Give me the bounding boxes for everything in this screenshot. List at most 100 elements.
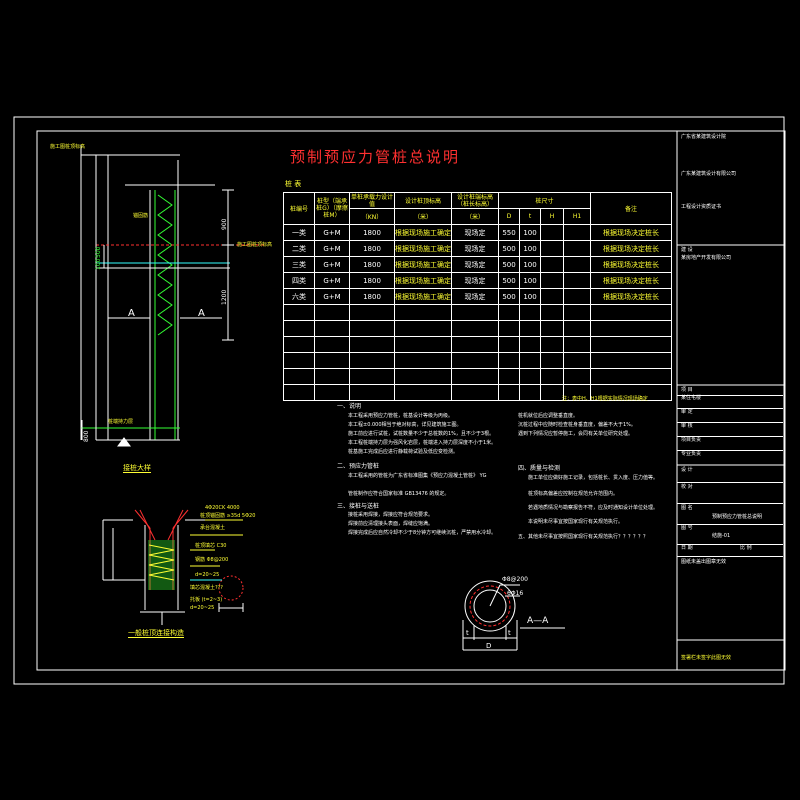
tb-drawing-name: 预制预应力管桩总说明 [712,514,763,520]
table-row-empty [283,384,672,401]
cell-top: 根据现场施工确定 [394,272,452,289]
col-header-h: H [540,208,564,225]
col-unit-top: （米） [394,208,452,225]
caption-joint-detail: 接桩大样 [123,464,151,473]
cell-note: 根据现场决定桩长 [590,288,672,305]
cell-h1 [563,272,591,289]
note-line: 若遇地质情况与勘察报告不符，应及时通知设计单位处理。 [528,505,659,511]
label-anchor: 锚固筋 [133,213,149,219]
table-row-empty [283,320,672,337]
col-header-tip: 设计桩端标高（桩长标高） [451,192,499,209]
cell-id: 六类 [283,288,315,305]
cell-h1 [563,256,591,273]
section-aa-detail [462,580,565,651]
label-top-elevation: 施工图桩顶标高 [50,144,86,150]
col-header-h1: H1 [563,208,591,225]
note-line: 本说明未尽事宜按国家现行有关规范执行。 [528,519,624,525]
cell-cap: 1800 [349,288,395,305]
tb-project-label: 项 目 [681,387,693,393]
tb-review: 审 核 [681,423,693,429]
tb-divider [677,544,783,545]
cell-top: 根据现场施工确定 [394,224,452,241]
cell-h1 [563,288,591,305]
cell-d: 500 [498,288,520,305]
label-right-elevation: 施工图桩顶标高 [237,242,273,248]
cell-top: 根据现场施工确定 [394,240,452,257]
tb-stamp-note: 图纸未盖出图章无效 [681,559,727,565]
col-header-type: 桩型（端承桩G）（摩擦桩M） [314,192,350,225]
label-stirrup: 钢筋 Φ8@200 [195,557,229,563]
cell-id: 四类 [283,272,315,289]
notes-sec1-title: 一、说明 [337,403,362,410]
dim-100: 100 [95,258,102,270]
notes-sec3-title: 三、接桩与送桩 [337,503,380,510]
tb-divider [677,482,783,483]
cell-cap: 1800 [349,272,395,289]
col-unit-capacity: （KN） [349,208,395,225]
dim-800: 800 [83,430,90,442]
cell-type: G+M [314,256,350,273]
dim-500: 500 [95,246,102,258]
col-unit-tip: （米） [451,208,499,225]
cell-tip: 现场定 [451,240,499,257]
tb-date-label: 日 期 [681,545,693,551]
cell-d: 550 [498,224,520,241]
label-rebar-note: 桩顶锚固筋 ≥35d 5Φ20 [200,513,256,519]
cell-t: 100 [519,224,541,241]
cell-h [540,240,564,257]
dim-900: 900 [221,218,228,230]
inner-border [36,130,786,671]
tb-drawing-no-label: 图 号 [681,525,693,531]
note-line: 接桩采用焊接，焊接应符合规范要求。 [348,512,434,518]
cell-t: 100 [519,288,541,305]
notes-sec2-title: 二、预应力管桩 [337,463,380,470]
label-fill-concrete: 填芯混凝土??? [190,585,223,591]
note-line: 沉桩过程中应随时检查桩身垂直度，偏差不大于1%。 [518,422,636,428]
label-rebar-main: 6Φ16 [507,590,524,597]
tb-project-lead: 项目负责 [681,437,702,443]
note-line: 焊接完成后应自然冷却不少于8分钟方可继续沉桩，严禁用水冷却。 [348,530,497,536]
col-header-top: 设计桩顶标高 [394,192,452,209]
label-cap-concrete: 承台混凝土 [200,525,226,531]
cell-type: G+M [314,224,350,241]
cell-type: G+M [314,272,350,289]
cell-h [540,224,564,241]
cell-note: 根据现场决定桩长 [590,256,672,273]
table-footnote: 注：表中H、H1根据实际情况现场确定 [562,396,648,402]
tb-certificate: 工程设计资质证书 [681,204,722,210]
cell-tip: 现场定 [451,224,499,241]
note-line: 遇到下列情况应暂停施工，会同有关单位研究处理。 [518,431,634,437]
cell-t: 100 [519,256,541,273]
tb-company: 广东某建筑设计有限公司 [681,171,737,177]
note-line: 焊接前应清理接头表面，焊缝应饱满。 [348,521,434,527]
table-row: 四类 G+M 1800 根据现场施工确定 现场定 500 100 根据现场决定桩… [283,272,672,289]
note-line: 桩基施工完成后应进行静载荷试验及低应变检测。 [348,449,459,455]
cell-type: G+M [314,240,350,257]
note-line: 施工前应进行试桩，试桩数量不少于总桩数的1%，且不少于3根。 [348,431,495,437]
cell-top: 根据现场施工确定 [394,288,452,305]
table-row-empty [283,336,672,353]
table-caption: 桩 表 [285,180,302,188]
tb-scale-label: 比 例 [740,545,752,551]
tb-footer: 签署栏未签字此图无效 [681,655,732,661]
tb-divider [677,450,783,451]
cell-note: 根据现场决定桩长 [590,272,672,289]
note-line: 管桩制作应符合国家标准 GB13476 的规定。 [348,491,450,497]
cell-cap: 1800 [349,240,395,257]
dim-d: D [486,642,492,650]
tb-checker: 校 对 [681,484,693,490]
cell-tip: 现场定 [451,272,499,289]
cell-t: 100 [519,240,541,257]
tb-divider [677,556,783,557]
label-d-range: d=20~25 [195,572,220,578]
cell-h [540,272,564,289]
outer-border [13,116,785,685]
cell-note: 根据现场决定桩长 [590,224,672,241]
note-line: 本工程桩端持力层为强风化岩层，桩端进入持力层深度不小于1米。 [348,440,497,446]
pile-cap-detail [102,509,244,625]
tb-client: 某房地产开发有限公司 [681,255,732,261]
cell-tip: 现场定 [451,288,499,305]
caption-cap-detail: 一般桩顶连接构造 [128,629,184,638]
